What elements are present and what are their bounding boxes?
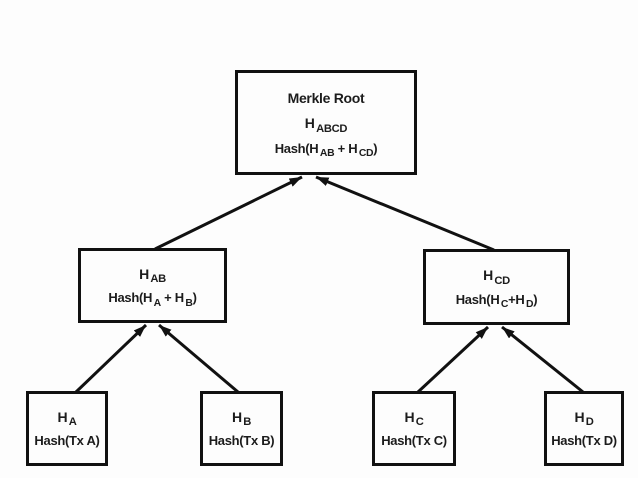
- arrow-hd-to-hcd: [501, 325, 584, 394]
- hd-formula: Hash(Tx D): [551, 433, 617, 449]
- ha-formula: Hash(Tx A): [34, 433, 100, 449]
- arrow-hcd-to-root: [315, 175, 495, 252]
- merkle-root-title: Merkle Root: [287, 89, 365, 106]
- arrow-hab-to-root: [154, 175, 303, 251]
- hc-formula: Hash(Tx C): [381, 433, 447, 449]
- arrow-hb-to-hab: [158, 323, 239, 394]
- arrow-ha-to-hab: [74, 323, 148, 394]
- arrow-hc-to-hcd: [416, 325, 490, 394]
- hb-formula: Hash(Tx B): [208, 433, 275, 449]
